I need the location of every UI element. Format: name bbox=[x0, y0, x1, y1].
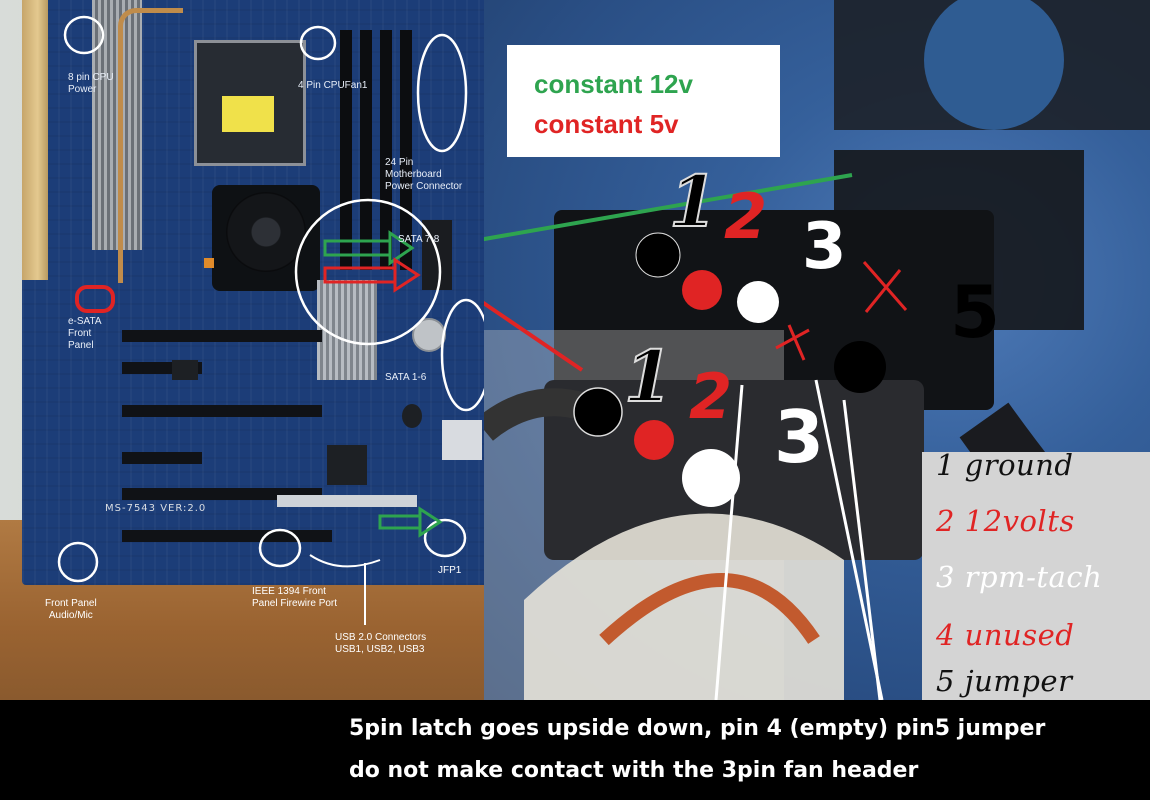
upper-pin-2 bbox=[682, 270, 722, 310]
lower-num-2: 2 bbox=[689, 360, 733, 433]
ram-slot bbox=[360, 30, 372, 270]
sata-78-label: SATA 7-8 bbox=[398, 234, 440, 245]
usb-label: USB 2.0 Connectors USB1, USB2, USB3 bbox=[335, 632, 427, 655]
cpu-power-label: 8 pin CPU Power bbox=[68, 72, 114, 95]
pcie-slot bbox=[122, 405, 322, 417]
pin-legend-3: 3 rpm-tach bbox=[936, 560, 1103, 594]
pin-guide-lines bbox=[714, 379, 884, 700]
board-version-label: MS-7543 VER:2.0 bbox=[105, 503, 207, 514]
heatpipe bbox=[118, 8, 183, 283]
ram-slot bbox=[380, 30, 392, 270]
upper-num-2: 2 bbox=[724, 180, 768, 253]
chip bbox=[172, 360, 198, 380]
voltage-legend: constant 12v constant 5v bbox=[507, 45, 780, 157]
pin-legend-5: 5 jumper bbox=[936, 664, 1073, 698]
sata-16-label: SATA 1-6 bbox=[385, 372, 427, 383]
caption-bar: 5pin latch goes upside down, pin 4 (empt… bbox=[0, 700, 1150, 800]
pcie-slot bbox=[122, 452, 202, 464]
firewire-circle bbox=[258, 528, 302, 568]
motherboard bbox=[22, 0, 484, 585]
jfp1-label: JFP1 bbox=[438, 565, 462, 576]
cpu-warning-label bbox=[222, 96, 274, 132]
upper-pin-3 bbox=[737, 281, 779, 323]
cpu-fan-label: 4 Pin CPUFan1 bbox=[298, 80, 368, 91]
green-arrow bbox=[323, 230, 415, 266]
lower-num-1: 1 bbox=[623, 334, 674, 419]
caption-line-1: 5pin latch goes upside down, pin 4 (empt… bbox=[349, 716, 1046, 741]
firewire-label: IEEE 1394 Front Panel Firewire Port bbox=[252, 586, 338, 609]
cpu-fan-circle bbox=[299, 25, 337, 61]
upper-pin-5 bbox=[834, 341, 886, 393]
upper-num-1: 1 bbox=[668, 159, 719, 244]
cooler-fan bbox=[226, 192, 306, 272]
pin-legend-4: 4 unused bbox=[936, 618, 1075, 652]
green-arrow-jfp1 bbox=[378, 506, 443, 538]
voltage-5v-label: constant 5v bbox=[534, 109, 679, 139]
voltage-12v-label: constant 12v bbox=[534, 69, 693, 99]
lower-num-3: 3 bbox=[774, 395, 825, 479]
green-pointer-line bbox=[484, 173, 853, 242]
power-24-circle bbox=[416, 33, 468, 153]
chip bbox=[402, 404, 422, 428]
fan-connector bbox=[204, 258, 214, 268]
upper-pin-1 bbox=[635, 232, 681, 278]
sata-16-circle bbox=[440, 298, 484, 412]
sticker bbox=[442, 420, 482, 460]
unused-pin-marks bbox=[775, 261, 908, 361]
red-arrow bbox=[323, 257, 421, 293]
chip bbox=[327, 445, 367, 485]
lower-pin-1 bbox=[573, 387, 623, 437]
motherboard-photo: 8 pin CPU Power 4 Pin CPUFan1 24 Pin Mot… bbox=[0, 0, 484, 700]
caption-line-2: do not make contact with the 3pin fan he… bbox=[349, 758, 919, 783]
pcie-slot bbox=[122, 488, 322, 500]
pin-legend-1: 1 ground bbox=[936, 448, 1074, 482]
ram-slot bbox=[340, 30, 352, 270]
jfp1-circle bbox=[423, 518, 467, 558]
lower-pin-2 bbox=[634, 420, 674, 460]
pin-legend: 1 ground 2 12volts 3 rpm-tach 4 unused 5… bbox=[922, 448, 1150, 700]
cpu-power-circle bbox=[63, 15, 105, 55]
front-audio-circle bbox=[57, 541, 99, 583]
pin-legend-2: 2 12volts bbox=[936, 504, 1075, 538]
front-audio-label: Front Panel Audio/Mic bbox=[45, 598, 97, 621]
upper-num-5: 5 bbox=[950, 270, 1001, 354]
red-pointer-line bbox=[484, 300, 584, 372]
pcie-slot bbox=[122, 330, 322, 342]
sticker bbox=[277, 495, 417, 507]
power-24-label: 24 Pin Motherboard Power Connector bbox=[385, 157, 463, 192]
esata-label: e-SATA Front Panel bbox=[68, 316, 102, 351]
esata-circle bbox=[75, 285, 115, 313]
lower-pin-3 bbox=[682, 449, 740, 507]
io-shield bbox=[22, 0, 48, 280]
sata-78-circle bbox=[294, 198, 442, 346]
annotation-layer bbox=[57, 15, 484, 625]
vrm-heatsink bbox=[92, 0, 142, 250]
pcie-slot bbox=[122, 530, 332, 542]
upper-num-3: 3 bbox=[802, 210, 847, 284]
